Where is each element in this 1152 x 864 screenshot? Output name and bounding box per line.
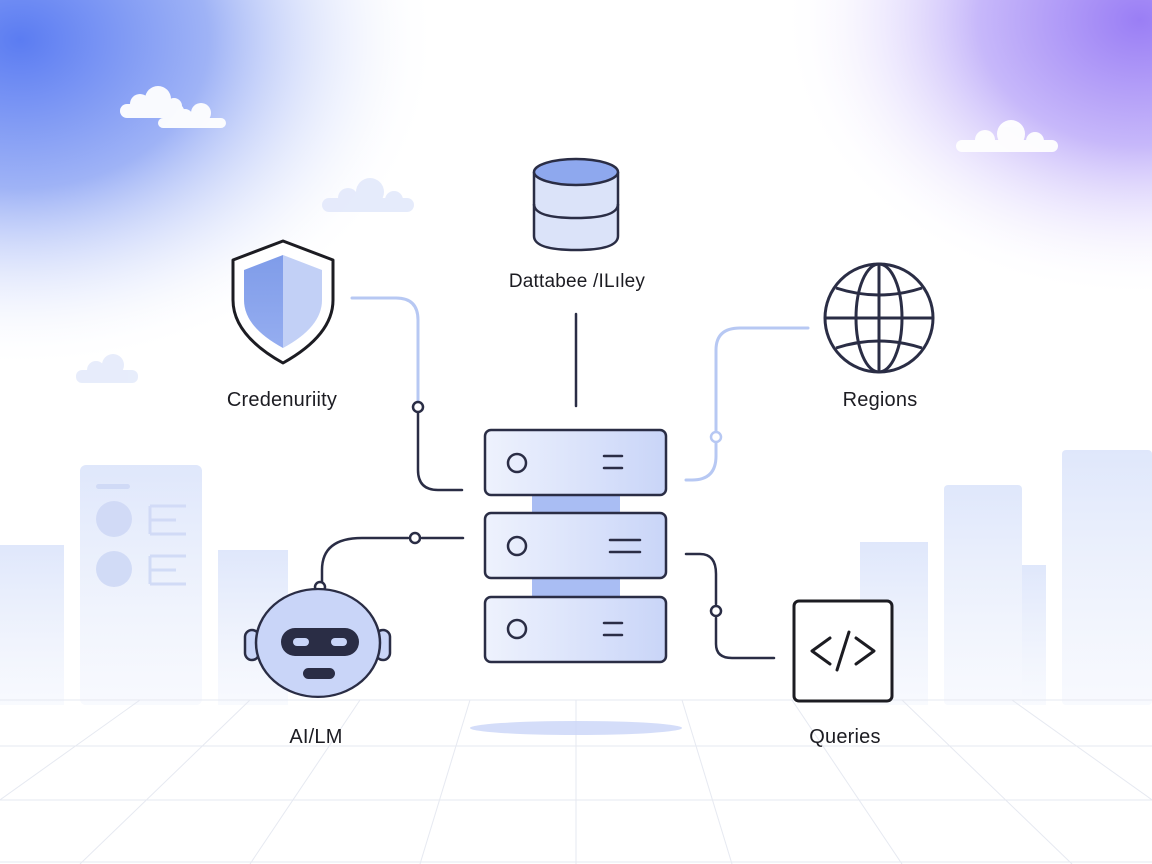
connectors-light bbox=[350, 296, 810, 482]
server-stack-icon bbox=[470, 428, 682, 735]
connector-node bbox=[709, 604, 723, 618]
connector-regions-bottom bbox=[684, 438, 718, 482]
cloud bbox=[770, 174, 828, 200]
cloud bbox=[158, 103, 226, 128]
database-label: Dattabee /ILıley bbox=[508, 271, 646, 292]
robot-icon bbox=[243, 580, 392, 698]
connector-ai-left bbox=[320, 536, 410, 584]
cloud bbox=[322, 178, 414, 212]
code-icon bbox=[792, 599, 894, 703]
globe-icon bbox=[823, 262, 935, 374]
server-shadow bbox=[470, 721, 682, 735]
server-spacer bbox=[532, 494, 620, 514]
server-unit bbox=[483, 428, 668, 497]
connector-regions-top bbox=[714, 326, 810, 438]
connector-node bbox=[408, 531, 422, 545]
connector-credentials-top bbox=[350, 296, 420, 406]
connector-node bbox=[709, 430, 723, 444]
connector-credentials-bottom bbox=[416, 411, 464, 492]
credentials-label: Credenuriity bbox=[226, 389, 338, 411]
server-unit bbox=[483, 595, 668, 664]
queries-label: Queries bbox=[809, 726, 881, 748]
ai-label: AI/LM bbox=[289, 726, 343, 748]
connector-queries-top bbox=[684, 552, 718, 606]
server-unit bbox=[483, 511, 668, 580]
regions-label: Regions bbox=[842, 389, 918, 411]
shield-icon bbox=[231, 239, 335, 365]
clouds bbox=[76, 86, 1058, 383]
cloud bbox=[120, 86, 184, 118]
connector-node bbox=[411, 400, 425, 414]
cloud bbox=[956, 120, 1058, 152]
connectors-dark bbox=[320, 312, 776, 660]
floor-grid bbox=[0, 699, 1152, 864]
server-spacer bbox=[532, 578, 620, 598]
cloud bbox=[76, 354, 138, 383]
connector-queries-bottom bbox=[714, 616, 776, 660]
database-icon bbox=[532, 157, 620, 252]
